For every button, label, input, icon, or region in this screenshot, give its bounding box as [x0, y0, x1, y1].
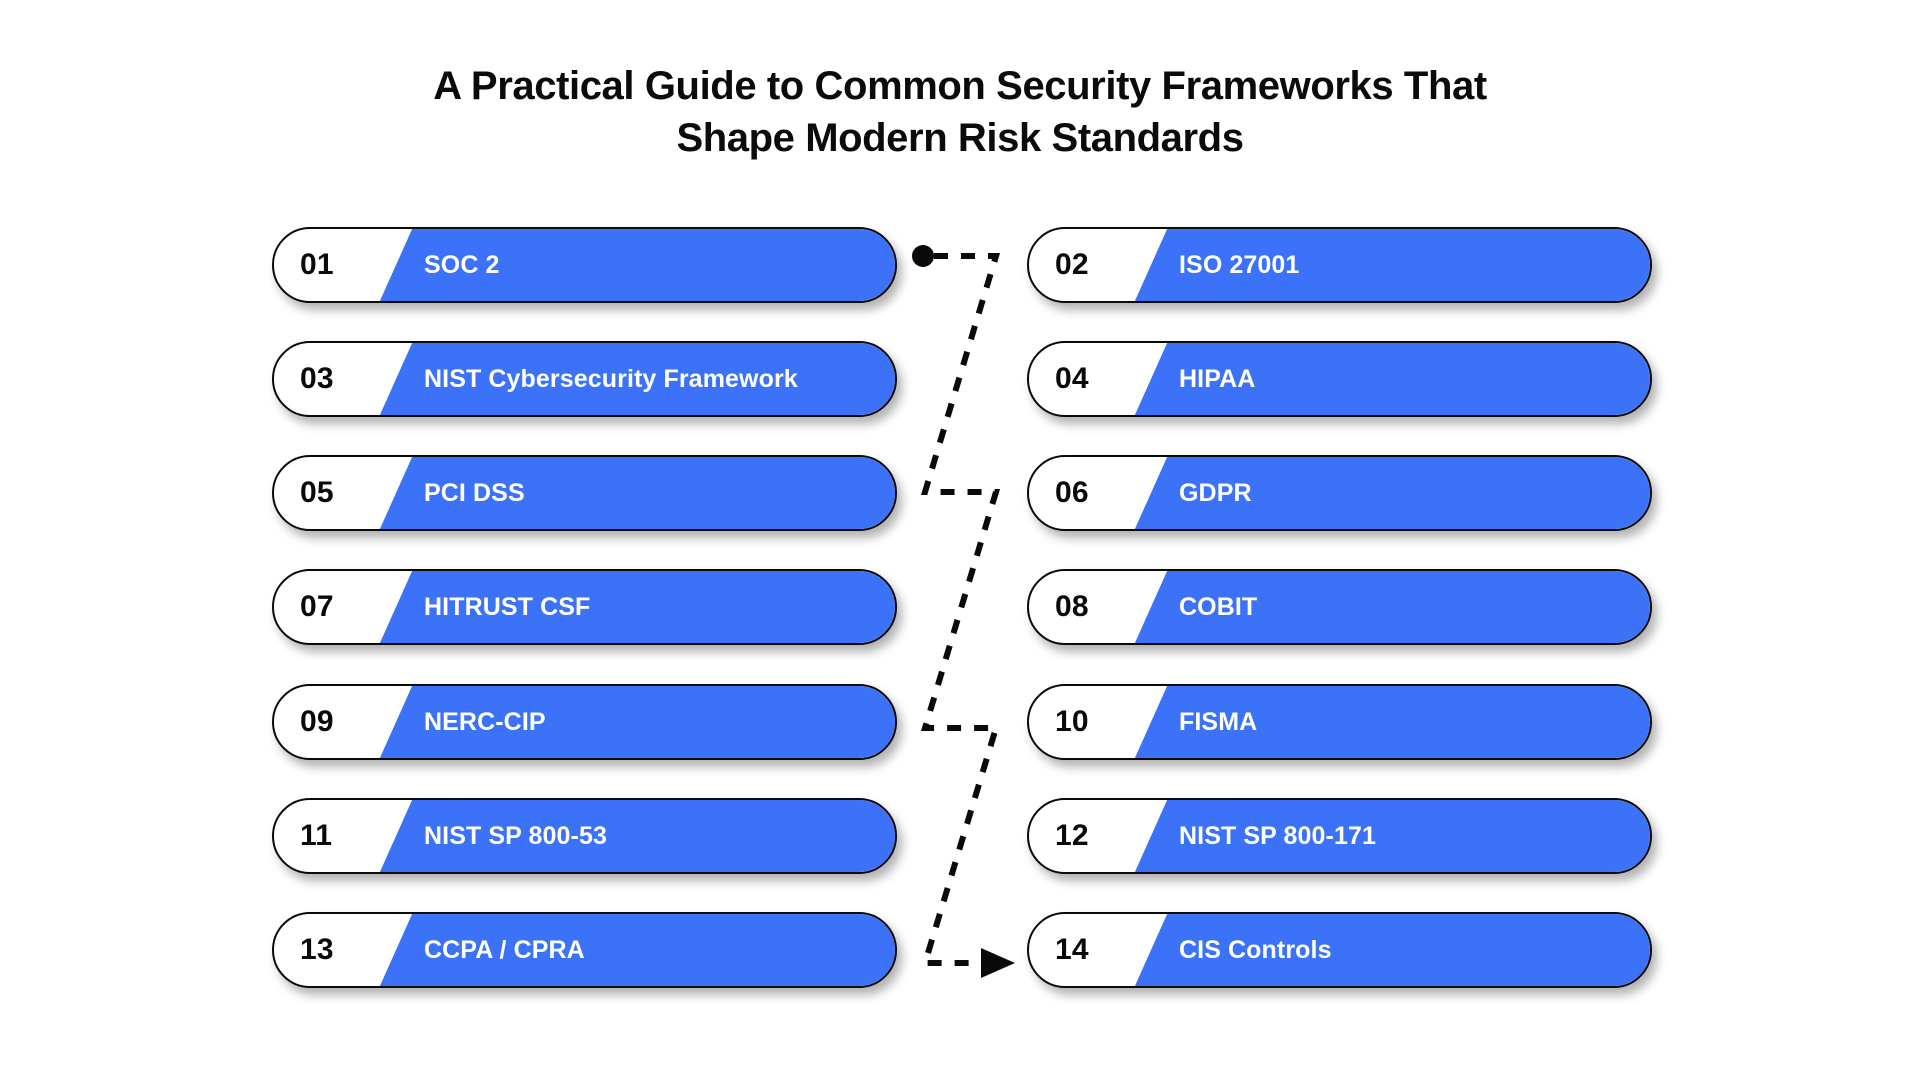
pill-label: NERC-CIP	[424, 707, 546, 736]
pill-accent-fill	[379, 914, 895, 986]
framework-pill-07[interactable]: 07 HITRUST CSF	[272, 569, 902, 652]
pill-body	[272, 798, 897, 874]
connector-dashed-line	[920, 253, 1001, 966]
pill-number: 11	[300, 819, 333, 852]
pill-accent-fill	[379, 343, 895, 415]
pill-body	[1027, 684, 1652, 760]
pill-number: 01	[300, 248, 334, 281]
pill-label: ISO 27001	[1179, 250, 1300, 279]
framework-pill-02[interactable]: 02 ISO 27001	[1027, 227, 1657, 310]
pill-label: CCPA / CPRA	[424, 935, 585, 964]
pill-body	[1027, 455, 1652, 531]
pill-label: COBIT	[1179, 592, 1258, 621]
pill-body	[272, 569, 897, 645]
pill-body	[1027, 798, 1652, 874]
pill-body	[1027, 569, 1652, 645]
pill-number: 10	[1055, 705, 1089, 738]
pill-body	[1027, 341, 1652, 417]
pill-accent-fill	[379, 571, 895, 643]
framework-pill-04[interactable]: 04 HIPAA	[1027, 341, 1657, 424]
pill-body	[1027, 227, 1652, 303]
pill-number: 07	[300, 590, 334, 623]
pill-label: PCI DSS	[424, 478, 525, 507]
connector-arrowhead-icon	[981, 948, 1015, 978]
pill-number: 02	[1055, 248, 1089, 281]
pill-label: CIS Controls	[1179, 935, 1332, 964]
pill-accent-fill	[379, 686, 895, 758]
pill-body	[1027, 912, 1652, 988]
pill-body	[272, 341, 897, 417]
pill-accent-fill	[379, 457, 895, 529]
framework-pill-06[interactable]: 06 GDPR	[1027, 455, 1657, 538]
pill-number: 08	[1055, 590, 1089, 623]
pill-label: GDPR	[1179, 478, 1252, 507]
framework-pill-05[interactable]: 05 PCI DSS	[272, 455, 902, 538]
framework-pill-10[interactable]: 10 FISMA	[1027, 684, 1657, 767]
pill-number: 14	[1055, 933, 1089, 966]
pill-accent-fill	[1134, 800, 1650, 872]
pill-number: 13	[300, 933, 334, 966]
framework-pill-09[interactable]: 09 NERC-CIP	[272, 684, 902, 767]
pill-body	[272, 227, 897, 303]
pill-accent-fill	[1134, 571, 1650, 643]
pill-accent-fill	[1134, 686, 1650, 758]
framework-pill-08[interactable]: 08 COBIT	[1027, 569, 1657, 652]
pill-label: NIST Cybersecurity Framework	[424, 364, 798, 393]
pill-number: 04	[1055, 362, 1089, 395]
pill-label: SOC 2	[424, 250, 500, 279]
page-title: A Practical Guide to Common Security Fra…	[433, 64, 1487, 160]
pill-label: HIPAA	[1179, 364, 1256, 393]
pill-number: 05	[300, 476, 334, 509]
framework-pill-03[interactable]: 03 NIST Cybersecurity Framework	[272, 341, 902, 424]
connector-start-dot	[912, 245, 934, 267]
pill-label: NIST SP 800-53	[424, 821, 607, 850]
pill-label: FISMA	[1179, 707, 1258, 736]
framework-pill-12[interactable]: 12 NIST SP 800-171	[1027, 798, 1657, 881]
pill-accent-fill	[1134, 457, 1650, 529]
pill-accent-fill	[1134, 343, 1650, 415]
pill-body	[272, 684, 897, 760]
framework-pill-01[interactable]: 01 SOC 2	[272, 227, 902, 310]
framework-pill-14[interactable]: 14 CIS Controls	[1027, 912, 1657, 995]
pill-body	[272, 912, 897, 988]
pill-accent-fill	[1134, 229, 1650, 301]
pill-number: 06	[1055, 476, 1089, 509]
pill-accent-fill	[379, 229, 895, 301]
framework-pill-13[interactable]: 13 CCPA / CPRA	[272, 912, 902, 995]
pill-accent-fill	[379, 800, 895, 872]
pill-accent-fill	[1134, 914, 1650, 986]
pill-number: 09	[300, 705, 334, 738]
pill-label: NIST SP 800-171	[1179, 821, 1376, 850]
pill-number: 03	[300, 362, 334, 395]
pill-label: HITRUST CSF	[424, 592, 591, 621]
pill-body	[272, 455, 897, 531]
pill-number: 12	[1055, 819, 1089, 852]
framework-pill-11[interactable]: 11 NIST SP 800-53	[272, 798, 902, 881]
